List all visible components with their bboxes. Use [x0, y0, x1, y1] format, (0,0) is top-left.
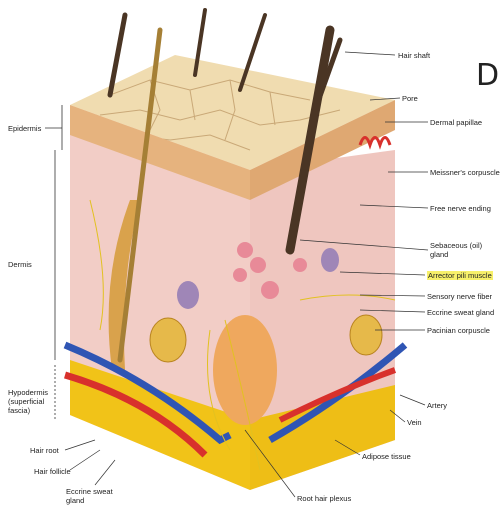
- label-hair-root: Hair root: [30, 446, 59, 455]
- label-pacinian: Pacinian corpuscle: [427, 326, 490, 335]
- label-eccrine-left-2: gland: [66, 496, 84, 505]
- label-hair-shaft: Hair shaft: [398, 51, 430, 60]
- label-sebaceous-2: gland: [430, 250, 448, 259]
- label-root-plexus: Root hair plexus: [297, 494, 351, 503]
- label-arrector: Arrector pili muscle: [427, 271, 493, 280]
- label-adipose: Adipose tissue: [362, 452, 411, 461]
- label-meissner: Meissner's corpuscle: [430, 168, 500, 177]
- label-hypodermis-sub1: (superficial: [8, 397, 44, 406]
- label-hypodermis-sub2: fascia): [8, 406, 30, 415]
- label-artery: Artery: [427, 401, 447, 410]
- label-pore: Pore: [402, 94, 418, 103]
- label-dermal-papillae: Dermal papillae: [430, 118, 482, 127]
- label-hypodermis: Hypodermis: [8, 388, 48, 397]
- label-eccrine-left: Eccrine sweat: [66, 487, 113, 496]
- label-sensory: Sensory nerve fiber: [427, 292, 492, 301]
- corner-letter: D: [476, 58, 499, 93]
- label-eccrine-right: Eccrine sweat gland: [427, 308, 494, 317]
- follicle-bulb: [213, 315, 277, 425]
- label-hair-follicle: Hair follicle: [34, 467, 71, 476]
- layer-brackets: [45, 105, 62, 420]
- label-dermis: Dermis: [8, 260, 32, 269]
- label-vein: Vein: [407, 418, 422, 427]
- label-free-nerve: Free nerve ending: [430, 204, 491, 213]
- label-sebaceous: Sebaceous (oil): [430, 241, 482, 250]
- label-epidermis: Epidermis: [8, 124, 41, 133]
